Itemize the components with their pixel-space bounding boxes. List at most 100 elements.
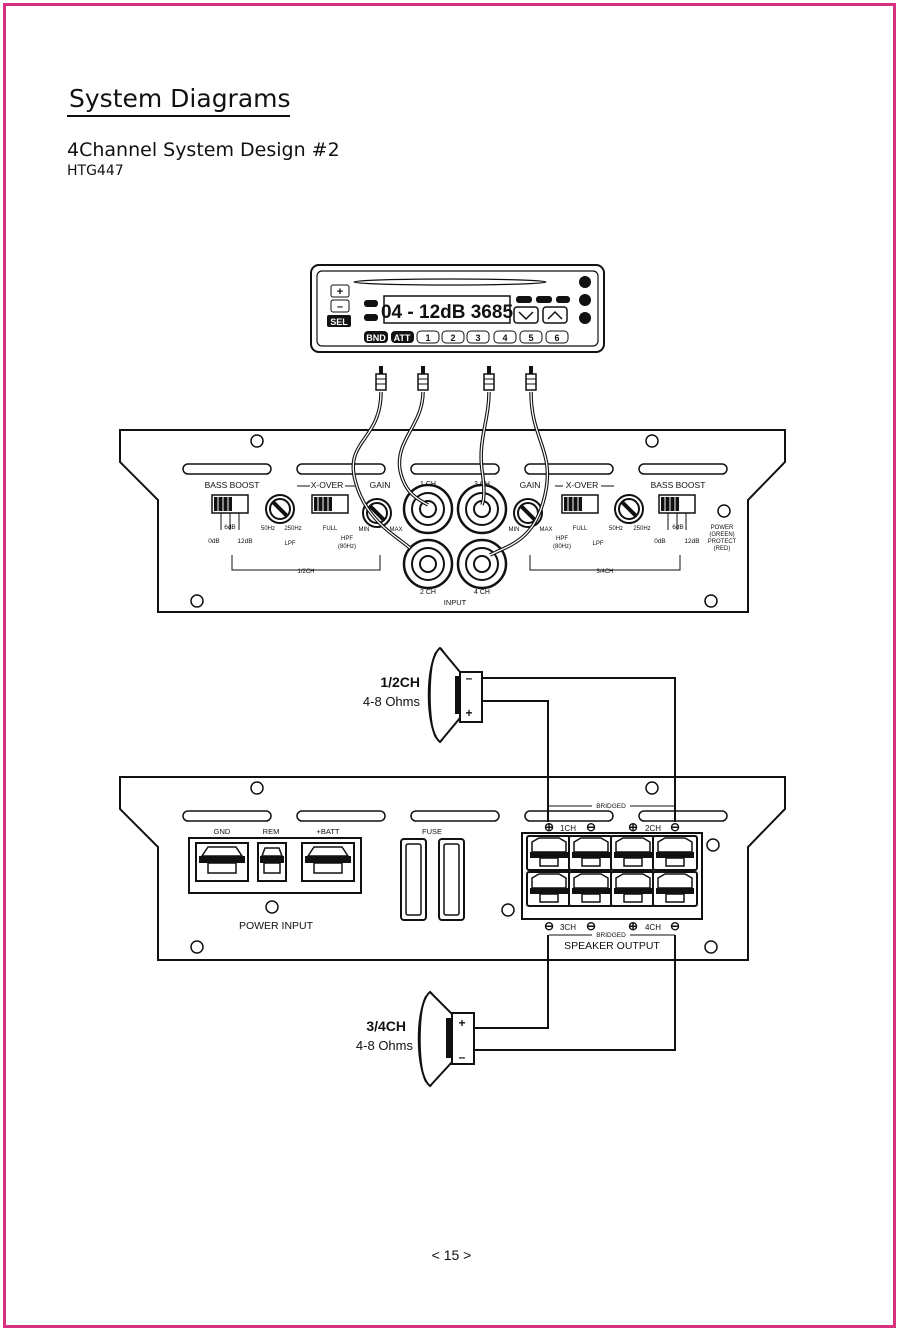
svg-text:⊕: ⊕: [544, 820, 554, 834]
batt-terminal: [301, 842, 355, 882]
gnd-terminal: [195, 842, 249, 882]
speaker-terminal-3-plus: [526, 871, 572, 907]
gain-label-left: GAIN: [370, 480, 391, 490]
svg-text:0dB: 0dB: [208, 538, 220, 545]
svg-text:0dB: 0dB: [654, 538, 666, 545]
svg-text:50Hz: 50Hz: [261, 526, 275, 532]
model-number: HTG447: [67, 163, 124, 179]
bass-boost-label-left: BASS BOOST: [205, 480, 260, 490]
svg-text:4 CH: 4 CH: [474, 589, 490, 596]
svg-text:1CH: 1CH: [560, 824, 576, 833]
speaker-terminal-2-plus: [610, 835, 656, 871]
xover-knob-right: [613, 493, 645, 525]
svg-text:FULL: FULL: [573, 526, 588, 532]
xover-knob-left: [264, 493, 296, 525]
svg-text:+: +: [465, 706, 472, 720]
svg-text:GND: GND: [214, 827, 231, 836]
svg-text:(RED): (RED): [714, 546, 731, 552]
svg-text:⊖: ⊖: [670, 919, 680, 933]
svg-text:+BATT: +BATT: [317, 827, 340, 836]
seek-up-button: [542, 306, 568, 324]
svg-text:3CH: 3CH: [560, 923, 576, 932]
rca-plug-1: [375, 365, 387, 391]
rca-plug-2: [417, 365, 429, 391]
speaker-output-label: SPEAKER OUTPUT: [564, 940, 660, 952]
xover-label-left: X-OVER: [311, 480, 344, 490]
svg-text:⊕: ⊕: [628, 919, 638, 933]
svg-text:3: 3: [475, 333, 480, 343]
svg-text:⊕: ⊕: [628, 820, 638, 834]
svg-text:FULL: FULL: [323, 526, 338, 532]
svg-text:LPF: LPF: [284, 541, 295, 547]
xover-switch-left: [311, 494, 349, 514]
svg-text:(80Hz): (80Hz): [338, 544, 356, 550]
rca-input-4ch: [456, 538, 508, 590]
svg-text:MAX: MAX: [389, 527, 402, 533]
svg-text:+: +: [458, 1016, 465, 1030]
speaker-1-2ch: – + 1/2CH 4-8 Ohms: [363, 646, 483, 744]
svg-text:⊖: ⊖: [670, 820, 680, 834]
minus-button-label: –: [337, 301, 343, 313]
rca-plug-4: [525, 365, 537, 391]
rem-terminal: [257, 842, 287, 882]
svg-text:2: 2: [450, 333, 455, 343]
svg-text:250Hz: 250Hz: [284, 526, 301, 532]
svg-text:POWER: POWER: [711, 525, 734, 531]
input-label: INPUT: [444, 598, 467, 607]
head-unit-left-buttons: + – SEL: [327, 284, 351, 327]
speaker-terminal-3-minus: [568, 871, 614, 907]
svg-text:1: 1: [425, 333, 430, 343]
sel-button-label: SEL: [330, 317, 348, 327]
power-input-label: POWER INPUT: [239, 920, 314, 932]
fuse-2: [438, 838, 465, 921]
power-led: [717, 504, 731, 518]
svg-text:250Hz: 250Hz: [633, 526, 650, 532]
svg-text:LPF: LPF: [592, 541, 603, 547]
svg-text:⊖: ⊖: [544, 919, 554, 933]
seek-down-button: [513, 306, 539, 324]
bridged-label-top: BRIDGED: [596, 803, 626, 810]
svg-text:50Hz: 50Hz: [609, 526, 623, 532]
xover-switch-right: [561, 494, 599, 514]
svg-text:2CH: 2CH: [645, 824, 661, 833]
amplifier-rear-panel: GND REM +BATT POWER INPUT FUSE: [119, 776, 786, 961]
rca-plug-3: [483, 365, 495, 391]
channel-group-left: 1/2CH: [297, 569, 314, 575]
svg-text:HPF: HPF: [556, 536, 568, 542]
head-unit: + – SEL 04 - 12dB 3685 BND ATT 1 2: [310, 264, 605, 353]
display-readout: 04 - 12dB 3685: [381, 302, 513, 323]
rca-cables-inner: [352, 391, 549, 556]
speaker-wires: [474, 677, 676, 1051]
speaker-3-4ch: + – 3/4CH 4-8 Ohms: [356, 990, 475, 1088]
svg-text:6dB: 6dB: [224, 524, 236, 531]
head-unit-display: [383, 295, 511, 324]
speaker-terminal-1-plus: [526, 835, 572, 871]
bridged-label-bottom: BRIDGED: [596, 932, 626, 939]
speaker-3-4ch-label: 3/4CH: [366, 1018, 406, 1034]
bass-boost-switch-right: [658, 494, 696, 514]
speaker-terminal-4-minus: [652, 871, 698, 907]
bass-boost-switch-left: [211, 494, 249, 514]
svg-text:12dB: 12dB: [684, 538, 699, 545]
svg-text:4: 4: [502, 333, 507, 343]
svg-text:MIN: MIN: [359, 527, 370, 533]
svg-text:MAX: MAX: [539, 527, 552, 533]
svg-text:ATT: ATT: [394, 333, 411, 343]
page-number: < 15 >: [431, 1247, 472, 1263]
speaker-1-2ch-label: 1/2CH: [380, 674, 420, 690]
gain-label-right: GAIN: [520, 480, 541, 490]
svg-text:6dB: 6dB: [672, 524, 684, 531]
svg-text:MIN: MIN: [509, 527, 520, 533]
speaker-terminal-2-minus: [652, 835, 698, 871]
page-border: [3, 3, 896, 1328]
svg-text:–: –: [459, 1050, 466, 1064]
design-title: 4Channel System Design #2: [67, 139, 340, 161]
svg-text:6: 6: [554, 333, 559, 343]
bass-boost-label-right: BASS BOOST: [651, 480, 706, 490]
svg-text:(80Hz): (80Hz): [553, 544, 571, 550]
svg-text:1 CH: 1 CH: [420, 481, 436, 488]
rca-input-3ch: [456, 483, 508, 535]
speaker-terminal-4-plus: [610, 871, 656, 907]
svg-text:HPF: HPF: [341, 536, 353, 542]
